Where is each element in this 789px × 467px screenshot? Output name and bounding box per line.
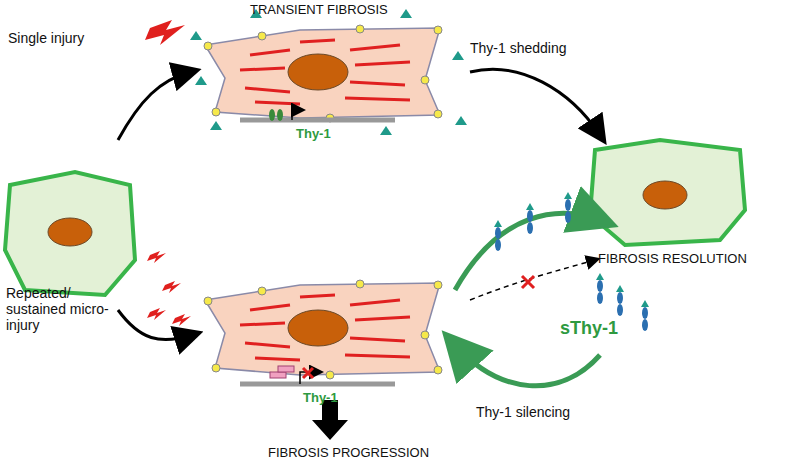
section-heading: TRANSIENT FIBROSIS (250, 3, 388, 18)
process-label: Thy-1 silencing (476, 404, 570, 420)
molecule-label: sThy-1 (560, 318, 618, 339)
gene-label: Thy-1 (296, 127, 331, 142)
cause-label: Single injury (8, 30, 84, 46)
outcome-label: FIBROSIS RESOLUTION (598, 252, 747, 267)
process-label: Thy-1 shedding (470, 40, 567, 56)
cause-label: Repeated/ sustained micro-injury (6, 285, 111, 333)
outcome-label: FIBROSIS PROGRESSION (268, 446, 429, 461)
gene-label: Thy-1 (303, 391, 338, 406)
